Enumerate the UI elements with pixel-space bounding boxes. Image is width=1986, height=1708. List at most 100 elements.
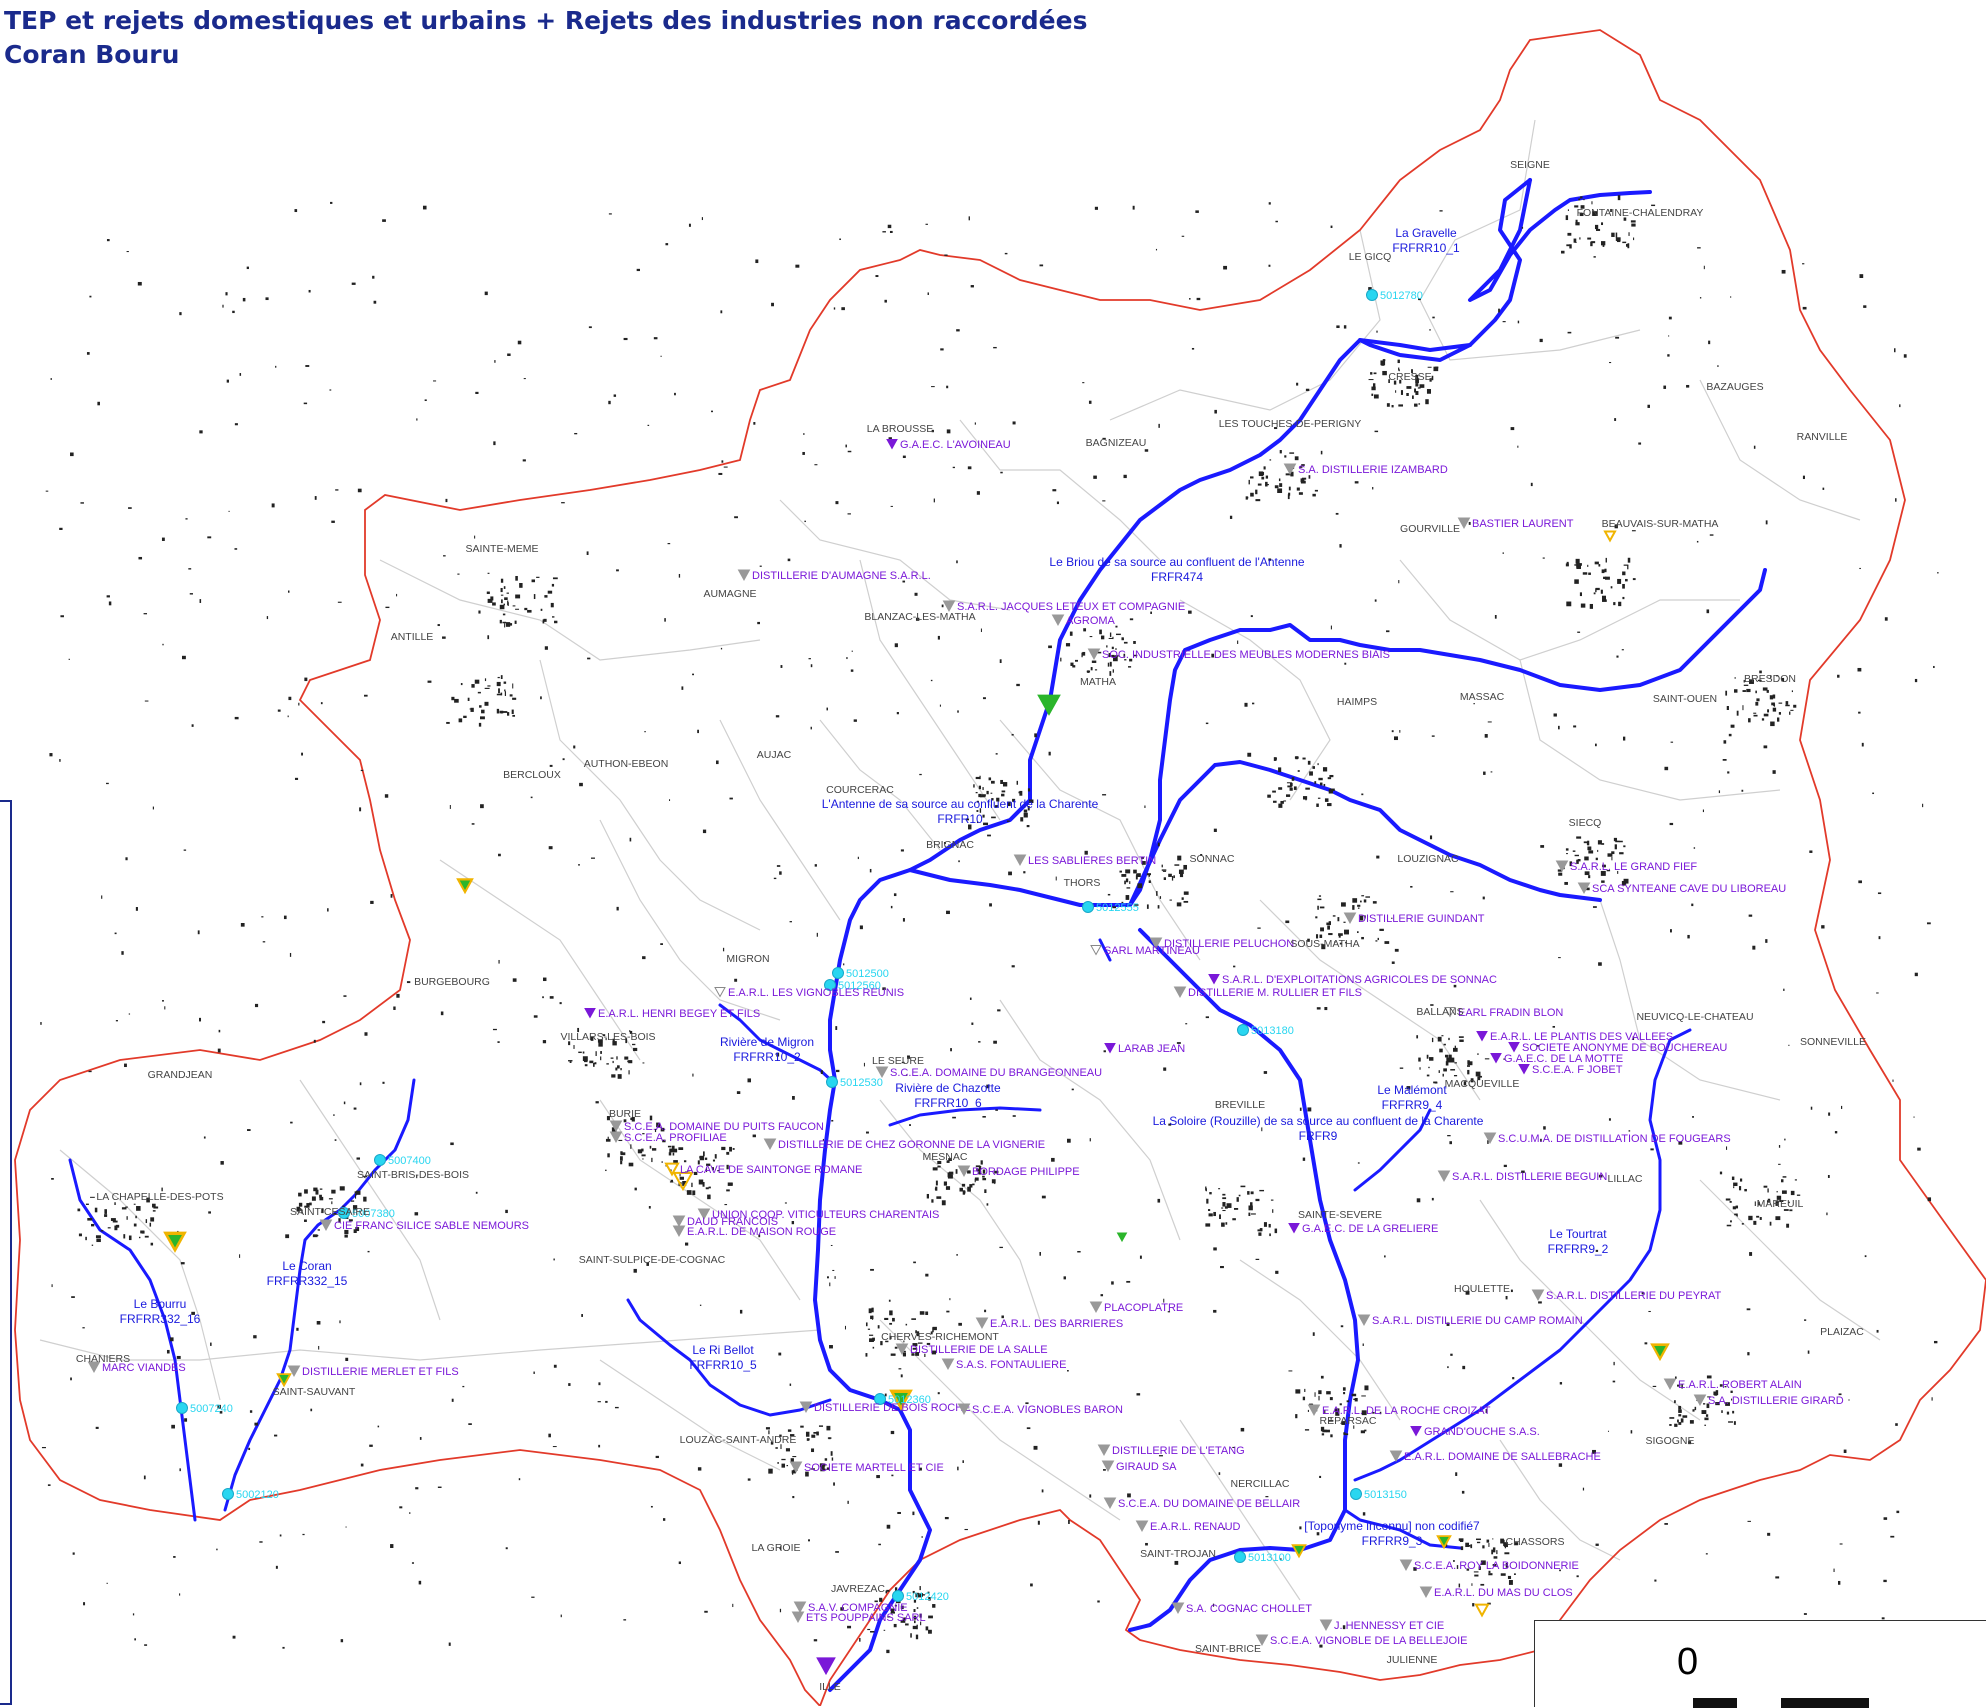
urban-speck — [59, 759, 61, 762]
urban-speck — [1312, 493, 1316, 497]
urban-speck — [314, 496, 317, 500]
urban-speck — [1713, 1391, 1718, 1396]
urban-speck — [611, 1127, 617, 1132]
urban-speck — [512, 683, 514, 689]
industry-label: DISTILLERIE GUINDANT — [1358, 913, 1485, 925]
urban-speck — [932, 1604, 936, 1608]
urban-speck — [1602, 864, 1606, 868]
urban-speck — [976, 491, 980, 495]
urban-speck — [1299, 1526, 1302, 1530]
urban-speck — [579, 782, 583, 787]
urban-speck — [1185, 1023, 1188, 1025]
industry-label: BORDAGE PHILIPPE — [972, 1166, 1080, 1178]
urban-speck — [600, 1051, 602, 1054]
urban-speck — [1573, 238, 1577, 243]
station-marker — [874, 1393, 886, 1405]
urban-speck — [1025, 1402, 1029, 1405]
urban-speck — [1601, 880, 1605, 883]
urban-speck — [1588, 572, 1591, 575]
urban-speck — [487, 572, 490, 574]
urban-speck — [106, 239, 110, 242]
industry-label: E.A.R.L. HENRI BEGEY ET FILS — [598, 1008, 760, 1020]
urban-speck — [1316, 803, 1319, 807]
urban-speck — [1709, 534, 1714, 536]
urban-speck — [1576, 1575, 1579, 1578]
urban-speck — [152, 1210, 156, 1212]
industry-label: LARAB JEAN — [1118, 1043, 1185, 1055]
urban-speck — [629, 1030, 631, 1033]
urban-speck — [468, 1423, 472, 1425]
urban-speck — [612, 1038, 615, 1044]
urban-speck — [1592, 1449, 1596, 1454]
urban-speck — [952, 1116, 956, 1119]
urban-speck — [1755, 701, 1759, 706]
urban-speck — [1285, 473, 1291, 476]
commune-label: MAREUIL — [1757, 1198, 1804, 1210]
urban-speck — [944, 254, 948, 256]
industry-marker — [714, 987, 726, 998]
urban-speck — [765, 1427, 770, 1430]
urban-speck — [1223, 1528, 1226, 1530]
urban-speck — [1722, 759, 1727, 761]
urban-speck — [934, 1188, 937, 1191]
urban-speck — [505, 1209, 508, 1214]
urban-speck — [1088, 400, 1092, 404]
industry-marker — [1663, 1378, 1677, 1390]
urban-speck — [1802, 263, 1805, 265]
urban-speck — [560, 1614, 562, 1618]
urban-speck — [984, 1309, 987, 1313]
urban-speck — [1826, 1212, 1828, 1216]
urban-speck — [1781, 269, 1786, 274]
urban-speck — [886, 1524, 891, 1529]
urban-speck — [869, 868, 872, 873]
urban-speck — [1566, 244, 1570, 247]
station-code-label: 5013100 — [1248, 1552, 1291, 1564]
urban-speck — [898, 1368, 902, 1370]
urban-speck — [678, 573, 681, 578]
urban-speck — [803, 433, 805, 435]
urban-speck — [885, 1590, 888, 1594]
urban-speck — [1579, 237, 1581, 240]
urban-speck — [304, 677, 308, 682]
urban-speck — [1362, 1512, 1366, 1516]
urban-speck — [937, 635, 940, 640]
commune-label: GOURVILLE — [1400, 523, 1460, 535]
urban-speck — [787, 1429, 792, 1432]
urban-speck — [1678, 1422, 1682, 1425]
urban-speck — [294, 209, 298, 213]
commune-label: ANTILLE — [391, 631, 434, 643]
urban-speck — [1361, 936, 1364, 940]
urban-speck — [889, 230, 893, 234]
urban-speck — [1382, 359, 1386, 362]
urban-speck — [1107, 662, 1110, 667]
urban-speck — [1393, 736, 1398, 741]
urban-speck — [469, 708, 472, 710]
urban-speck — [1681, 1384, 1683, 1389]
urban-speck — [181, 655, 186, 660]
industry-marker — [941, 1358, 955, 1370]
urban-speck — [1261, 472, 1265, 476]
urban-speck — [811, 1448, 815, 1453]
urban-speck — [1121, 874, 1127, 877]
commune-label: BURGEBOURG — [414, 976, 490, 988]
urban-speck — [1723, 740, 1727, 744]
urban-speck — [1630, 220, 1636, 223]
urban-speck — [1448, 1037, 1450, 1041]
urban-speck — [974, 1178, 976, 1183]
urban-speck — [957, 710, 959, 713]
urban-speck — [1139, 1255, 1142, 1259]
urban-speck — [1827, 1174, 1830, 1178]
urban-speck — [1783, 1209, 1789, 1211]
urban-speck — [912, 1625, 918, 1630]
urban-speck — [338, 1218, 341, 1223]
urban-speck — [851, 650, 853, 652]
urban-speck — [499, 619, 502, 624]
urban-speck — [1872, 792, 1875, 795]
urban-speck — [1839, 1543, 1843, 1545]
urban-speck — [1244, 702, 1248, 707]
urban-speck — [1301, 464, 1305, 466]
urban-speck — [1611, 232, 1615, 237]
urban-speck — [533, 594, 536, 600]
urban-speck — [672, 1152, 675, 1156]
